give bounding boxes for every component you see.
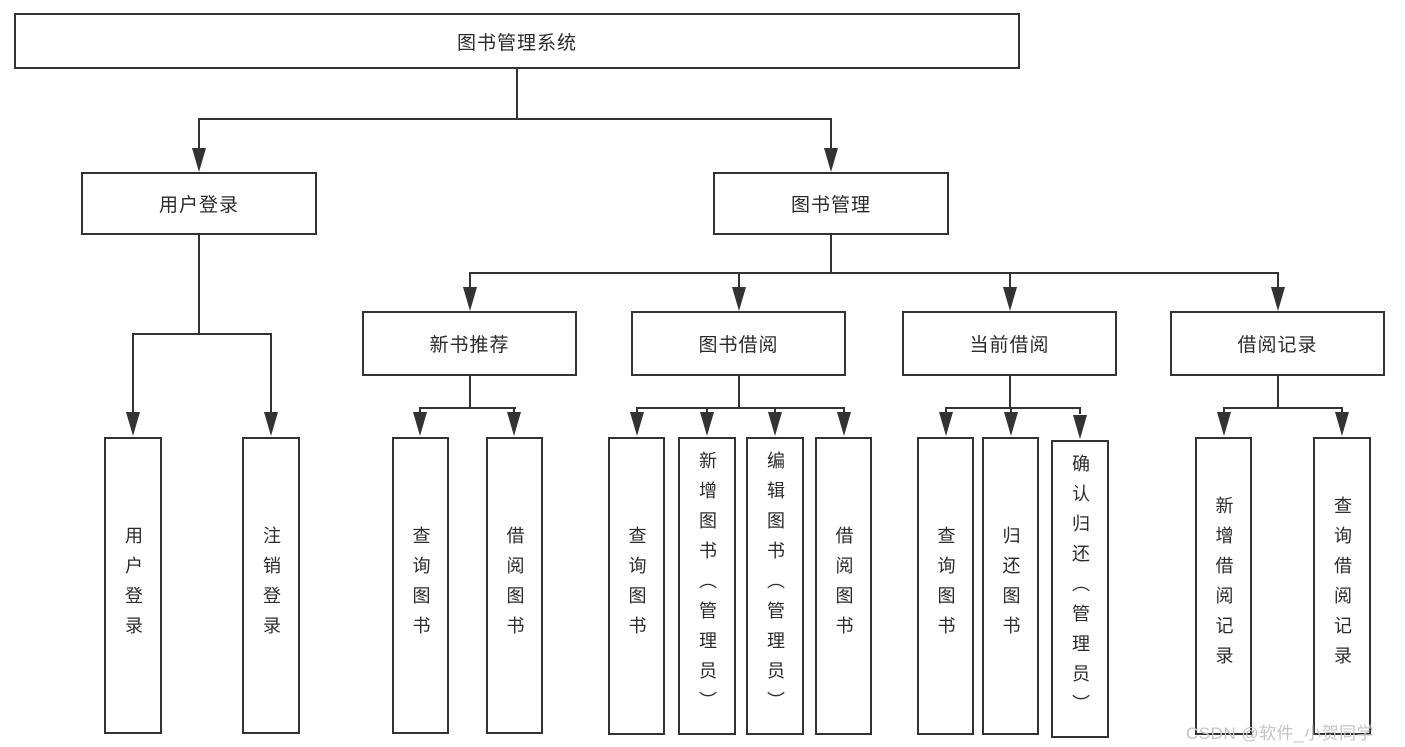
connector-stem-book-borrow bbox=[738, 272, 740, 288]
connector-stem-current-borrow bbox=[1009, 272, 1011, 288]
connector-stem-new-book bbox=[469, 272, 471, 288]
arrow-leaf bbox=[630, 412, 644, 436]
connector-stem-login-leaf bbox=[132, 333, 134, 413]
connector-stem-leaf bbox=[945, 407, 947, 414]
arrow-leaf bbox=[1073, 415, 1087, 439]
node-label: 编辑图书（管理员） bbox=[765, 451, 785, 721]
node-label: 新增借阅记录 bbox=[1213, 496, 1234, 676]
arrow-leaf bbox=[939, 412, 953, 436]
node-book-borrow: 图书借阅 bbox=[631, 311, 846, 376]
arrow-book-management bbox=[824, 148, 838, 172]
leaf-add-book-admin: 新增图书（管理员） bbox=[678, 437, 736, 735]
connector-current-borrow-trunk bbox=[1009, 376, 1011, 408]
leaf-user-login: 用户登录 bbox=[104, 437, 162, 734]
arrow-leaf bbox=[700, 412, 714, 436]
leaf-query-book-current: 查询图书 bbox=[917, 437, 974, 735]
arrow-user-login bbox=[192, 148, 206, 172]
node-label: 当前借阅 bbox=[969, 335, 1050, 356]
leaf-logout: 注销登录 bbox=[242, 437, 300, 734]
connector-borrow-record-rail bbox=[1223, 407, 1343, 409]
node-book-management: 图书管理 bbox=[713, 172, 949, 235]
connector-book-borrow-trunk bbox=[738, 376, 740, 408]
connector-stem-leaf bbox=[1079, 407, 1081, 414]
connector-stem-leaf bbox=[636, 407, 638, 414]
connector-user-login-trunk bbox=[198, 235, 200, 334]
arrow-leaf bbox=[1004, 412, 1018, 436]
arrow-leaf bbox=[1217, 412, 1231, 436]
connector-new-book-rail bbox=[419, 407, 516, 409]
connector-level2-rail bbox=[469, 272, 1279, 274]
node-new-book-recommend: 新书推荐 bbox=[362, 311, 577, 376]
node-label: 注销登录 bbox=[261, 525, 281, 646]
node-label: 借阅图书 bbox=[504, 525, 525, 646]
node-label: 新增图书（管理员） bbox=[697, 451, 717, 721]
node-label: 用户登录 bbox=[158, 195, 239, 216]
connector-stem-leaf bbox=[513, 407, 515, 414]
leaf-return-book: 归还图书 bbox=[982, 437, 1039, 735]
node-label: 确认归还（管理员） bbox=[1070, 454, 1090, 724]
arrow-book-borrow bbox=[732, 287, 746, 311]
node-label: 借阅记录 bbox=[1237, 335, 1318, 356]
node-current-borrow: 当前借阅 bbox=[902, 311, 1117, 376]
arrow-current-borrow bbox=[1003, 287, 1017, 311]
connector-stem-leaf bbox=[774, 407, 776, 414]
connector-stem-leaf bbox=[843, 407, 845, 414]
node-label: 查询借阅记录 bbox=[1332, 496, 1352, 676]
node-label: 归还图书 bbox=[1000, 526, 1021, 646]
connector-book-borrow-rail bbox=[636, 407, 845, 409]
connector-user-login-rail bbox=[132, 333, 272, 335]
leaf-borrow-book-recommend: 借阅图书 bbox=[486, 437, 543, 734]
connector-current-borrow-rail bbox=[945, 407, 1081, 409]
arrow-login-leaf bbox=[126, 412, 140, 436]
connector-stem-leaf bbox=[1223, 407, 1225, 414]
leaf-query-borrow-record: 查询借阅记录 bbox=[1313, 437, 1371, 735]
node-label: 查询图书 bbox=[935, 526, 956, 646]
leaf-query-book-recommend: 查询图书 bbox=[392, 437, 449, 734]
connector-borrow-record-trunk bbox=[1277, 376, 1279, 408]
connector-book-management-trunk bbox=[830, 235, 832, 273]
arrow-leaf bbox=[768, 412, 782, 436]
node-label: 查询图书 bbox=[410, 525, 431, 646]
arrow-leaf bbox=[1335, 412, 1349, 436]
arrow-borrow-record bbox=[1271, 287, 1285, 311]
arrow-leaf bbox=[507, 412, 521, 436]
leaf-add-borrow-record: 新增借阅记录 bbox=[1195, 437, 1252, 735]
leaf-confirm-return-admin: 确认归还（管理员） bbox=[1051, 440, 1109, 738]
node-label: 图书管理系统 bbox=[456, 32, 577, 54]
node-user-login: 用户登录 bbox=[81, 172, 317, 235]
connector-stem-leaf bbox=[706, 407, 708, 414]
node-root: 图书管理系统 bbox=[14, 13, 1020, 69]
connector-stem-user-login bbox=[198, 118, 200, 150]
node-label: 图书管理 bbox=[790, 195, 871, 216]
connector-stem-leaf bbox=[1010, 407, 1012, 414]
node-label: 新书推荐 bbox=[429, 335, 510, 356]
arrow-leaf bbox=[413, 412, 427, 436]
arrow-leaf bbox=[837, 412, 851, 436]
connector-stem-leaf bbox=[1341, 407, 1343, 414]
connector-root-trunk bbox=[516, 67, 518, 119]
node-label: 查询图书 bbox=[626, 526, 647, 646]
connector-stem-logout-leaf bbox=[270, 333, 272, 413]
connector-stem-book-management bbox=[830, 118, 832, 150]
node-label: 图书借阅 bbox=[698, 335, 779, 356]
node-borrow-record: 借阅记录 bbox=[1170, 311, 1385, 376]
connector-stem-leaf bbox=[419, 407, 421, 414]
leaf-edit-book-admin: 编辑图书（管理员） bbox=[746, 437, 804, 735]
connector-new-book-trunk bbox=[469, 376, 471, 408]
leaf-borrow-book: 借阅图书 bbox=[815, 437, 872, 735]
leaf-query-book-borrow: 查询图书 bbox=[608, 437, 665, 735]
connector-level1-rail bbox=[198, 118, 832, 120]
connector-stem-borrow-record bbox=[1277, 272, 1279, 288]
node-label: 借阅图书 bbox=[833, 526, 854, 646]
arrow-new-book bbox=[463, 287, 477, 311]
watermark: CSDN @软件_小贺同学 bbox=[1186, 724, 1375, 743]
arrow-logout-leaf bbox=[264, 412, 278, 436]
node-label: 用户登录 bbox=[123, 525, 143, 646]
